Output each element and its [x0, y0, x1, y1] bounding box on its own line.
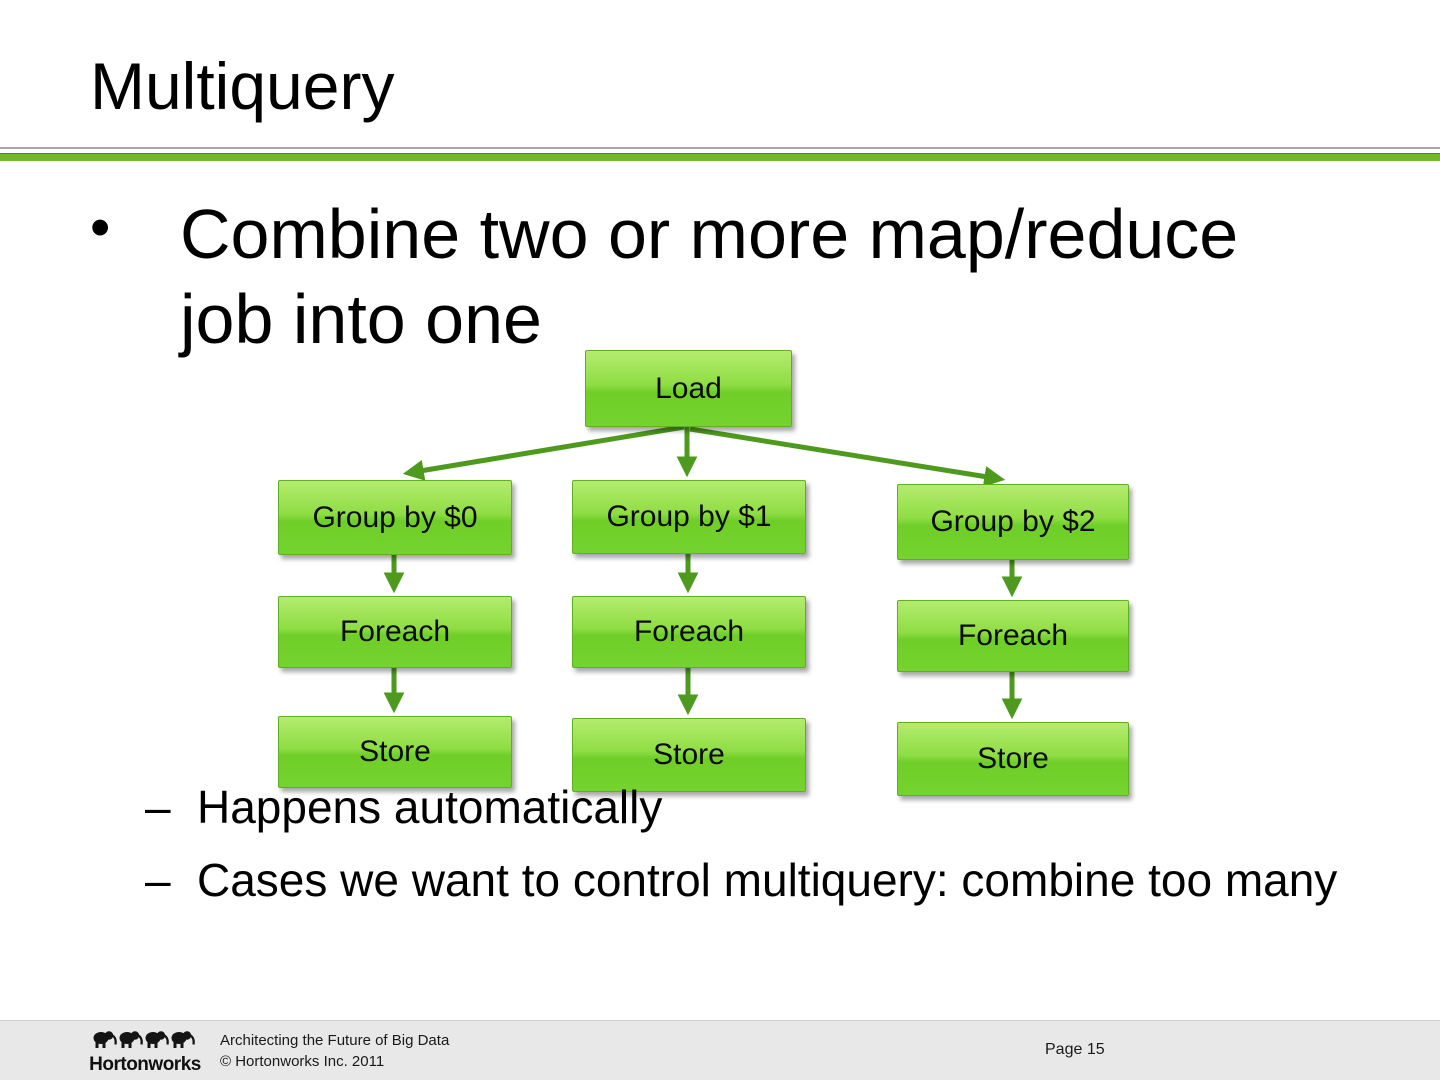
dash-marker: – [145, 781, 171, 833]
main-bullet-text: Combine two or more map/reduce job into … [180, 195, 1239, 359]
node-store-2: Store [897, 722, 1129, 796]
footer-line-1: Architecting the Future of Big Data [220, 1032, 450, 1049]
node-load: Load [585, 350, 792, 427]
hortonworks-wordmark: Hortonworks [89, 1054, 201, 1075]
node-foreach-1: Foreach [572, 596, 806, 668]
node-group-by-2: Group by $2 [897, 484, 1129, 560]
node-store-0: Store [278, 716, 512, 788]
page-number: Page 15 [1045, 1041, 1105, 1058]
elephants-icon [91, 1030, 195, 1050]
hortonworks-logo: Hortonworks [85, 1027, 205, 1076]
sub-bullet-list: – Happens automatically – Cases we want … [145, 778, 1405, 924]
title-divider-gray [0, 147, 1440, 149]
footer-bar: Hortonworks Architecting the Future of B… [0, 1020, 1440, 1080]
node-foreach-2: Foreach [897, 600, 1129, 672]
dash-marker: – [145, 853, 171, 906]
slide-title: Multiquery [90, 49, 395, 123]
sub-bullet-1: – Happens automatically [145, 778, 1397, 837]
node-foreach-0: Foreach [278, 596, 512, 668]
sub-bullet-2-text: Cases we want to control multiquery: com… [197, 853, 1338, 906]
sub-bullet-1-text: Happens automatically [197, 781, 663, 833]
title-divider-green [0, 153, 1440, 161]
node-group-by-0: Group by $0 [278, 480, 512, 555]
footer-line-2: © Hortonworks Inc. 2011 [220, 1053, 385, 1070]
node-store-1: Store [572, 718, 806, 792]
node-group-by-1: Group by $1 [572, 480, 806, 554]
footer-text: Architecting the Future of Big Data © Ho… [220, 1030, 449, 1072]
bullet-marker: • [90, 195, 111, 260]
sub-bullet-2: – Cases we want to control multiquery: c… [145, 851, 1397, 910]
